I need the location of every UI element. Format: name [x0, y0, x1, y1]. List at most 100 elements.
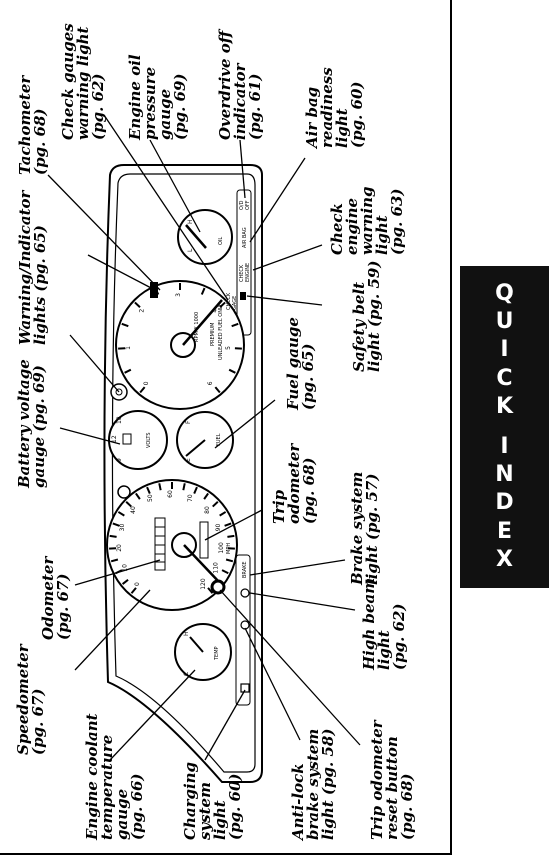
- speedometer-tick: [203, 492, 209, 500]
- speedometer-tick-label: 30: [119, 524, 126, 532]
- charging-system-light: [240, 683, 250, 693]
- temperature-gauge: TEMP C H: [174, 623, 232, 681]
- air-bag-label: AIR BAG: [242, 227, 248, 248]
- callout-check-engine-line: Check: [328, 203, 346, 255]
- volt-scale-high: 18: [116, 416, 123, 424]
- tab-letter: N: [495, 462, 514, 488]
- temp-scale-hot: H: [183, 631, 190, 636]
- speedometer-tick-label: 90: [215, 524, 222, 532]
- volt-scale-mid: 12: [111, 435, 118, 443]
- speedometer-tick: [130, 587, 137, 594]
- tachometer-tick: [121, 322, 129, 328]
- leader-charging: [204, 689, 246, 761]
- callout-tachometer-line: Tachometer: [16, 75, 34, 175]
- speedometer-tick-label: 10: [121, 564, 128, 572]
- leader-high-beam: [249, 592, 356, 611]
- callout-battery-voltage-line: gauge (pg. 69): [30, 365, 48, 488]
- callout-trip-odometer-line: (pg. 68): [300, 458, 318, 525]
- temperature-gauge-label: TEMP: [214, 646, 220, 661]
- volt-scale-low: 9: [116, 458, 123, 462]
- light-strip-upper: [236, 189, 252, 336]
- callout-engine-oil-line: (pg. 69): [171, 74, 189, 141]
- check-gage-label-2: GAGE: [232, 296, 238, 310]
- page-frame: [0, 0, 452, 855]
- tab-letter: U: [495, 309, 514, 335]
- speedometer-tick: [125, 501, 132, 508]
- speedometer-tick-label: 70: [187, 494, 194, 502]
- callout-air-bag-line: readiness: [318, 67, 336, 148]
- speedometer-tick-label: 80: [204, 506, 211, 514]
- speedometer-tick: [219, 511, 227, 517]
- speedometer-tick-label: 20: [116, 544, 123, 552]
- cluster-inner-bezel: [111, 173, 256, 773]
- callout-engine-coolant-line: temperature: [98, 735, 116, 840]
- callout-safety-belt-line: light (pg. 59): [365, 261, 383, 372]
- fuel-gauge: FUEL E F: [176, 411, 234, 469]
- callout-odometer-line: Odometer: [39, 556, 57, 640]
- leader-warning-indicator-2: [69, 334, 120, 393]
- callout-trip-odometer-line: odometer: [285, 443, 303, 524]
- callout-engine-coolant-line: gauge: [113, 789, 131, 840]
- tab-letter: K: [495, 393, 514, 419]
- callout-check-gauges-line: (pg. 62): [89, 74, 107, 141]
- tachometer-needle: [182, 299, 223, 346]
- check-engine-label-2: ENGINE: [245, 263, 251, 282]
- speedometer-tick: [112, 522, 120, 527]
- callout-charging-system-line: (pg. 60): [226, 774, 244, 841]
- callout-check-gauges-line: Check gauges: [59, 23, 77, 140]
- fuel-scale-full: F: [185, 420, 192, 424]
- brake-light-label: BRAKE: [242, 561, 248, 578]
- speedometer-tick: [121, 578, 129, 585]
- leader-check-gauges: [103, 114, 229, 301]
- tachometer-tick: [124, 368, 132, 374]
- check-engine-label-1: CHECK: [239, 264, 245, 282]
- leader-air-bag: [249, 157, 306, 243]
- temp-scale-cold: C: [183, 672, 190, 676]
- callout-anti-lock-line: light (pg. 58): [319, 729, 337, 840]
- trip-odometer-window: [199, 521, 209, 559]
- callout-check-gauges-line: warning light: [74, 26, 92, 140]
- callout-air-bag-line: light: [333, 108, 351, 148]
- fuel-gauge-needle: [185, 439, 206, 457]
- callout-brake-system-line: light (pg. 57): [363, 474, 381, 585]
- temperature-gauge-needle: [189, 636, 204, 653]
- leader-battery: [59, 427, 121, 445]
- leader-overdrive: [239, 139, 246, 199]
- tachometer-tick-label: 2: [139, 309, 146, 313]
- oil-gauge-needle: [185, 224, 207, 249]
- callout-air-bag-line: Air bag: [303, 87, 321, 150]
- speedometer-tick: [193, 486, 198, 494]
- callout-overdrive-off-line: (pg. 61): [246, 74, 264, 141]
- callout-high-beam-line: High beam: [360, 578, 378, 671]
- light-strip-lower: [235, 554, 251, 706]
- callout-trip-odometer-line: Trip: [270, 489, 288, 524]
- speedometer-tick-label: 100: [218, 542, 225, 554]
- tachometer-tick-label: 0: [143, 381, 150, 385]
- callout-fuel-gauge-line: Fuel gauge: [284, 317, 302, 411]
- callout-trip-reset-line: (pg. 68): [398, 774, 416, 841]
- callout-warning-indicator-line: Warning/Indicator: [16, 189, 34, 345]
- voltmeter-battery-icon: [122, 433, 132, 445]
- callout-battery-voltage-line: Battery voltage: [15, 359, 33, 489]
- leader-warning-indicator: [87, 254, 156, 291]
- speedometer-tick: [110, 558, 119, 563]
- tab-letter: E: [496, 518, 513, 544]
- callout-anti-lock-line: brake system: [304, 729, 322, 840]
- callout-engine-oil-line: Engine oil: [126, 54, 144, 141]
- trip-odometer-reset-button: [210, 579, 226, 595]
- leader-fuel: [214, 399, 276, 449]
- speedometer-tick-label: 110: [213, 562, 220, 574]
- cluster-housing: [103, 164, 263, 783]
- high-beam-light: [240, 588, 250, 598]
- leader-lines: [47, 114, 361, 761]
- callout-speedometer-line: (pg. 67): [29, 689, 47, 756]
- leader-engine-oil: [149, 139, 201, 233]
- callout-high-beam-line: (pg. 62): [390, 604, 408, 671]
- voltmeter-label: VOLTS: [146, 432, 152, 448]
- tachometer-tick-label: 4: [211, 309, 218, 313]
